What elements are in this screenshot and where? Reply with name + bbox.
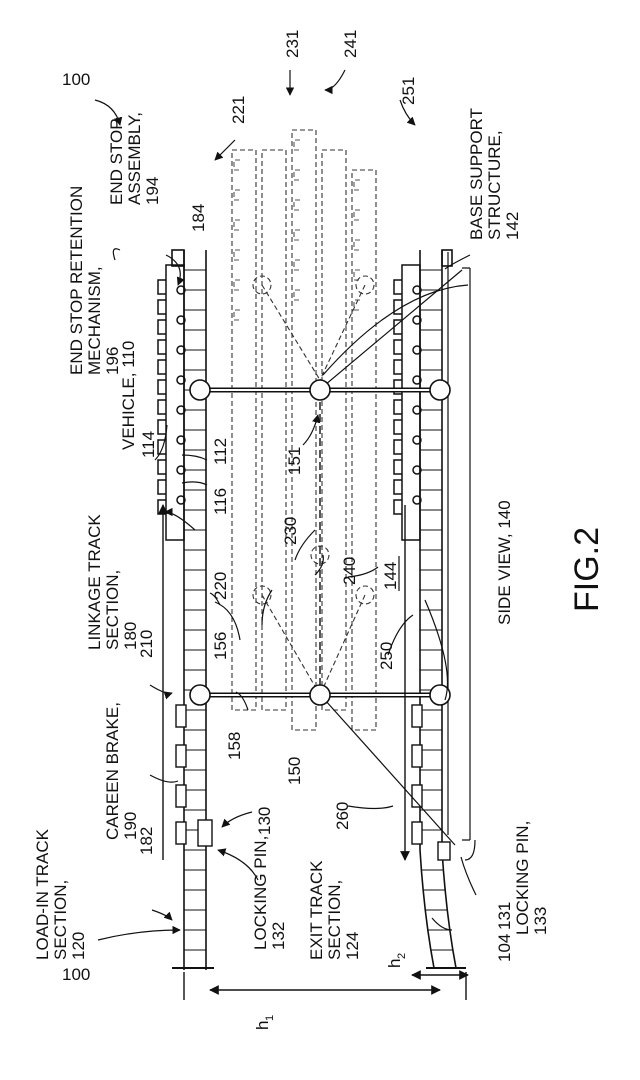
ghost-track-250 (322, 150, 346, 710)
end-stop-retention-label-1: END STOP RETENTION (67, 186, 86, 375)
linkage-track-label-2: SECTION, (103, 570, 122, 650)
locking-pin-133-label-2: 133 (531, 907, 550, 935)
base-support-label-3: 142 (503, 212, 522, 240)
ref-241: 241 (341, 30, 360, 58)
end-stop-assembly-label-1: END STOP (107, 118, 126, 205)
h1-subscript: 1 (264, 1015, 276, 1021)
ref-260: 260 (333, 802, 352, 830)
ref-100-bottom: 100 (62, 965, 90, 984)
ref-240: 240 (340, 557, 359, 585)
ref-104: 104 (495, 934, 514, 962)
ref-184: 184 (189, 204, 208, 232)
load-in-track-label-3: 120 (69, 932, 88, 960)
linkage-track-label-1: LINKAGE TRACK (85, 514, 104, 650)
ref-230: 230 (281, 517, 300, 545)
ref-210: 210 (137, 630, 156, 658)
ghost-track-220 (232, 150, 256, 710)
h2-subscript: 2 (396, 953, 408, 959)
ref-182: 182 (137, 827, 156, 855)
base-support-label-1: BASE SUPPORT (467, 108, 486, 240)
ref-231: 231 (283, 30, 302, 58)
exit-track-label-3: 124 (343, 932, 362, 960)
end-stop-assembly-label-2: ASSEMBLY, (125, 112, 144, 205)
load-in-track-label-2: SECTION, (51, 880, 70, 960)
base-support-label-2: STRUCTURE, (485, 130, 504, 240)
end-stop-retention-label-3: 196 (103, 347, 122, 375)
ref-158: 158 (225, 732, 244, 760)
vehicle-110 (158, 265, 421, 540)
ref-130: 130 (255, 807, 274, 835)
careen-brake-label-1: CAREEN BRAKE, (103, 702, 122, 840)
careen-brakes (176, 705, 450, 860)
ghost-track-260 (352, 170, 376, 730)
ref-151: 151 (285, 447, 304, 475)
exit-track-label-2: SECTION, (325, 880, 344, 960)
ref-220: 220 (211, 572, 230, 600)
ref-250: 250 (377, 642, 396, 670)
exit-track-label-1: EXIT TRACK (307, 860, 326, 960)
ref-144: 144 (381, 562, 400, 590)
ref-131: 131 (495, 902, 514, 930)
ref-251: 251 (399, 77, 418, 105)
ref-114: 114 (139, 431, 158, 458)
side-view-label: SIDE VIEW, 140 (495, 500, 514, 625)
ref-221: 221 (229, 96, 248, 124)
figure-title: FIG.2 (568, 527, 606, 612)
ref-150: 150 (285, 757, 304, 785)
ref-112: 112 (211, 438, 230, 465)
ref-100-top: 100 (62, 70, 90, 89)
end-stop-assembly-label-3: 194 (143, 177, 162, 205)
ref-156: 156 (211, 632, 230, 660)
end-stop-retention-label-2: MECHANISM, (85, 266, 104, 375)
left-track (172, 250, 214, 970)
ghost-track-230 (262, 150, 286, 710)
load-in-track-label-1: LOAD-IN TRACK (33, 828, 52, 960)
swing-positions (232, 130, 376, 730)
locking-pin-133-label-1: LOCKING PIN, (513, 821, 532, 935)
locking-pin-132-label-1: LOCKING PIN, (251, 836, 270, 950)
ref-116: 116 (211, 488, 230, 515)
locking-pin-132-label-2: 132 (269, 922, 288, 950)
